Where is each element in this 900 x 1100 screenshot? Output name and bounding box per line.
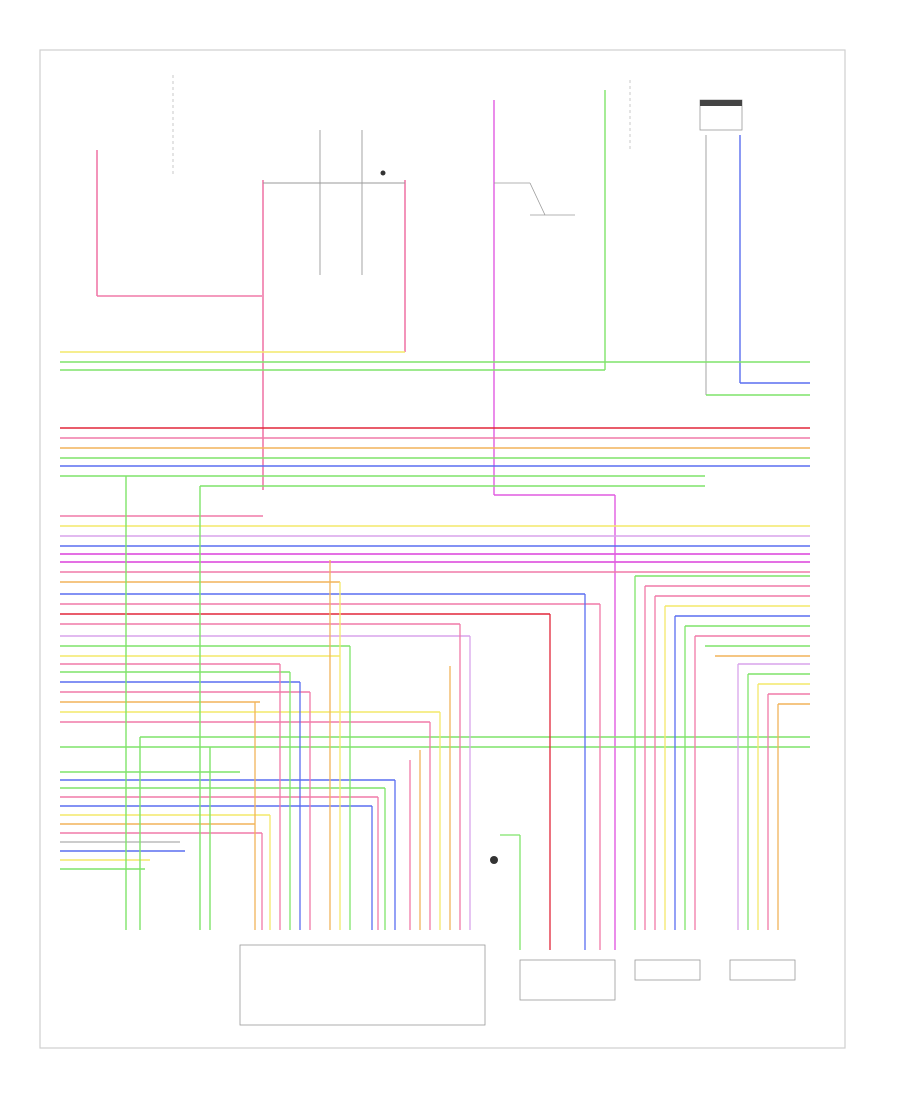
bus-wires-right (635, 575, 810, 705)
transmission-module-box (239, 944, 486, 1026)
bus-wires-lower (60, 771, 395, 870)
components (239, 99, 796, 1026)
transmission-harness (125, 476, 601, 950)
sensor-harness-right (634, 576, 779, 930)
relay-box-header (700, 100, 742, 106)
top-wire-drops (96, 75, 810, 950)
range-sensor-box (519, 959, 616, 1001)
splice-point (380, 170, 386, 176)
speed-sensor-box-1 (634, 959, 701, 981)
bus-wires-middle (60, 515, 810, 748)
ground-point (490, 856, 498, 864)
diagram-border (39, 49, 846, 1049)
speed-sensor-box-2 (729, 959, 796, 981)
bus-wires-upper (60, 351, 810, 487)
